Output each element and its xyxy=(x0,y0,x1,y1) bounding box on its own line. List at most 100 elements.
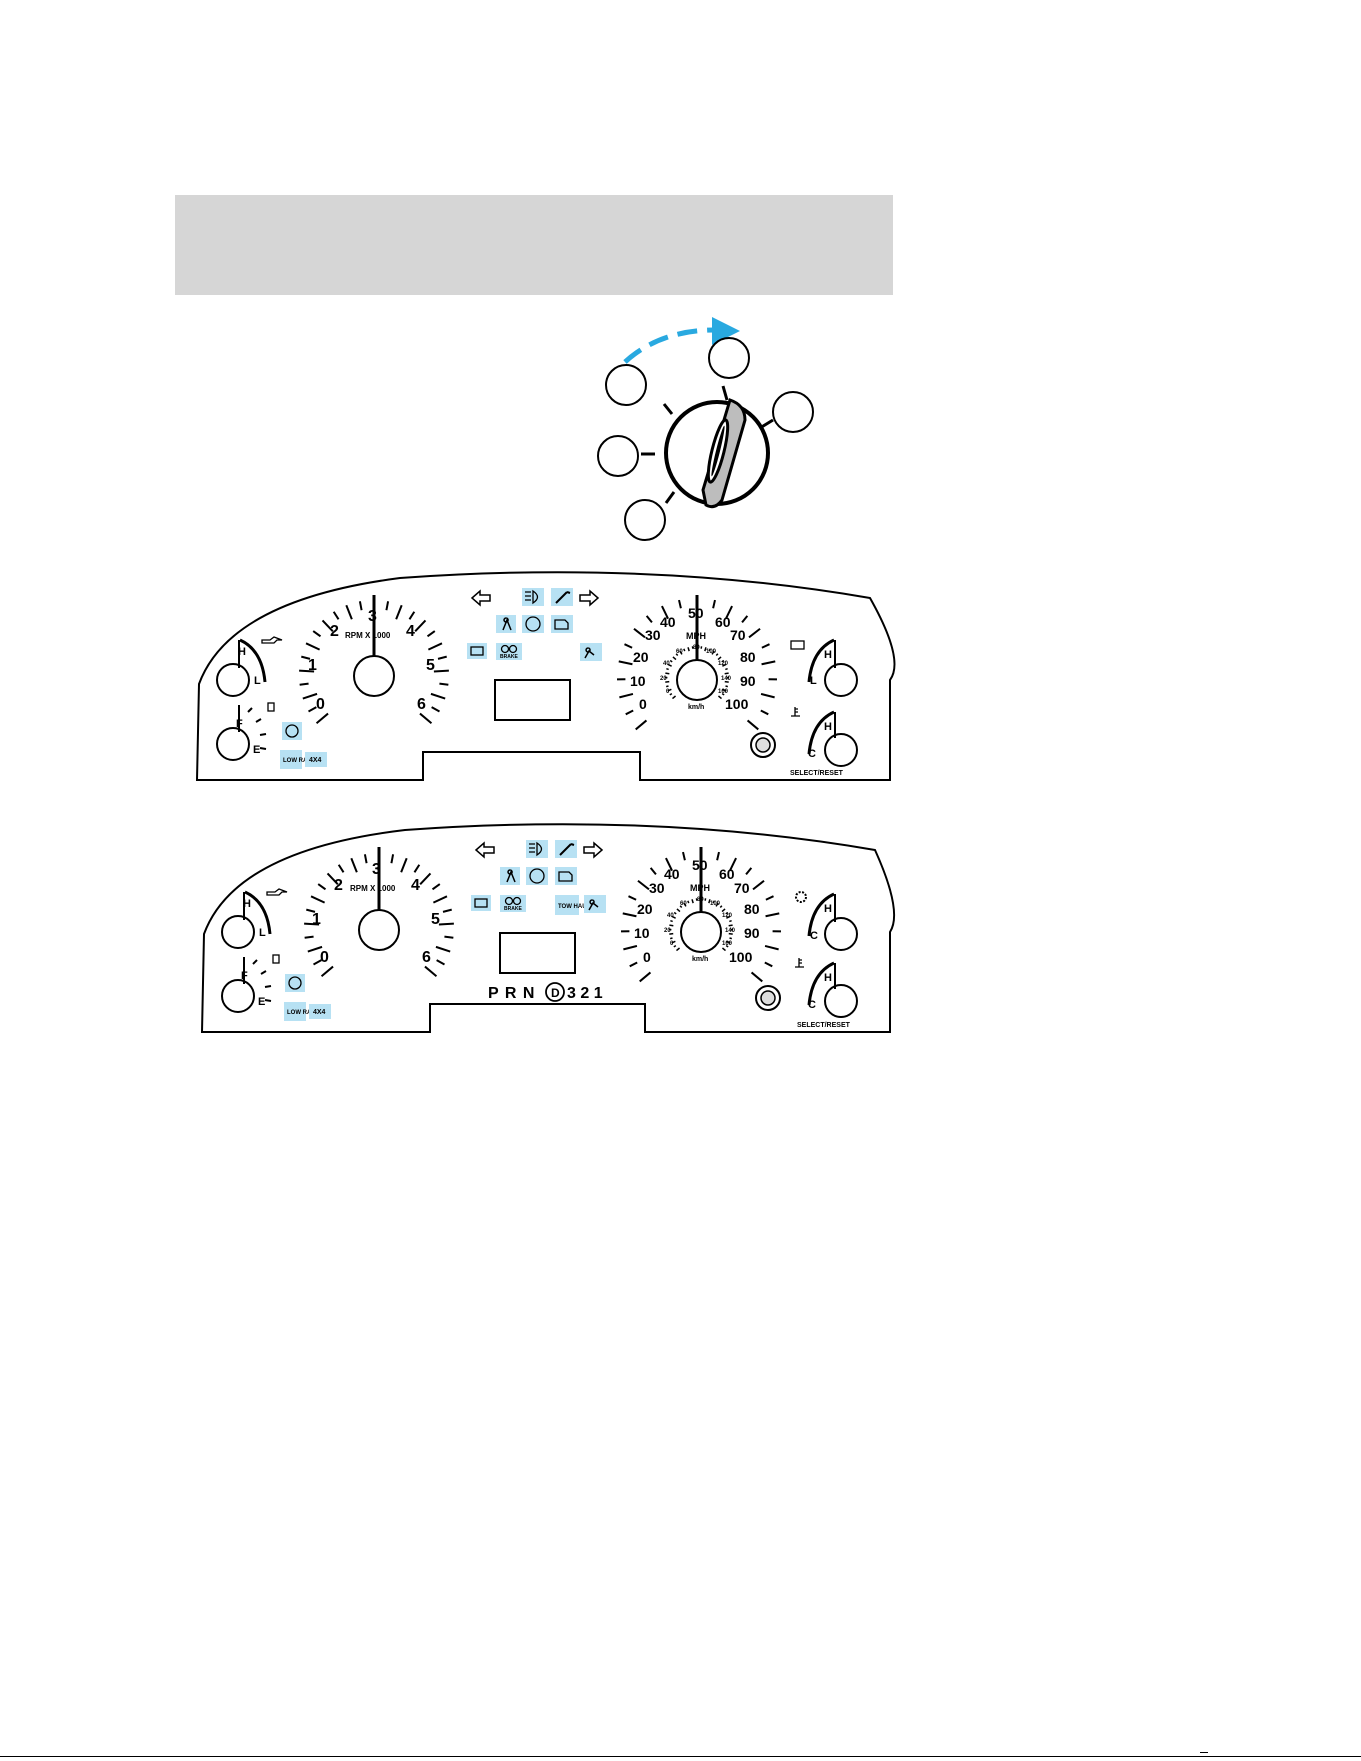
fuel-empty: E xyxy=(258,996,265,1008)
speed-control-icon xyxy=(285,724,299,738)
gauge-tick xyxy=(682,851,686,861)
speedo-hub xyxy=(676,659,718,701)
oil-low: L xyxy=(259,927,266,939)
gauge-tick xyxy=(439,682,449,686)
trans-temp-high: H xyxy=(824,903,832,915)
battery-high: H xyxy=(824,649,832,661)
gauge-tick xyxy=(748,627,761,639)
select-reset-knob[interactable] xyxy=(755,985,781,1011)
fuel-full: F xyxy=(236,718,243,730)
kmh-scale-20: 20 xyxy=(660,676,667,682)
speedo-scale-100: 100 xyxy=(725,696,749,712)
low-range-label: LOW RANGE xyxy=(283,758,320,764)
tach-label: RPM X 1000 xyxy=(350,884,396,893)
gauge-tick xyxy=(672,695,677,700)
arrow-head xyxy=(712,317,740,345)
speedo-scale-90: 90 xyxy=(744,925,760,941)
left-turn-signal-icon xyxy=(470,589,491,607)
gauge-tick xyxy=(764,944,779,951)
gauge-tick xyxy=(716,851,720,861)
temp-high: H xyxy=(824,972,832,984)
speedo-scale-10: 10 xyxy=(634,925,650,941)
gauge-tick xyxy=(442,908,452,913)
abs-icon xyxy=(529,868,545,884)
battery-low: L xyxy=(810,675,817,687)
gauge-tick xyxy=(722,688,727,692)
oil-can-icon xyxy=(266,888,288,896)
gauge-tick xyxy=(358,601,363,611)
tach-hub xyxy=(358,909,400,951)
gauge-tick xyxy=(764,961,773,968)
gauge-tick xyxy=(315,712,329,724)
speedometer: 0 10 20 30 40 50 60 70 80 90 100 MPH 0 2… xyxy=(620,847,782,983)
wrench-icon xyxy=(555,591,571,604)
oil-low: L xyxy=(254,675,261,687)
footer-tick xyxy=(1200,1752,1208,1753)
gauge-tick xyxy=(637,879,650,891)
speedo-scale-70: 70 xyxy=(734,880,750,896)
speedo-scale-20: 20 xyxy=(637,901,653,917)
oil-high: H xyxy=(243,898,251,910)
gauge-tick xyxy=(431,883,441,891)
gauge-tick xyxy=(691,899,694,904)
gauge-tick xyxy=(721,692,725,696)
gauge-tick xyxy=(719,905,723,909)
right-turn-signal-icon xyxy=(579,589,600,607)
position-circles xyxy=(597,337,814,541)
gauge-tick xyxy=(712,599,716,609)
speedometer: 0 10 20 30 40 50 60 70 80 90 100 MPH 0 2… xyxy=(616,595,778,731)
gauge-tick xyxy=(645,615,653,623)
gauge-tick xyxy=(717,656,722,661)
gauge-tick xyxy=(729,857,737,872)
gauge-tick xyxy=(619,692,634,699)
gauge-tick xyxy=(337,864,345,873)
gauge-tick xyxy=(305,642,321,651)
gauge-tick xyxy=(623,944,638,951)
fourbyfour-label: 4X4 xyxy=(309,757,322,764)
prndl-drive: D xyxy=(551,986,560,1000)
prndl-gears: 3 2 1 xyxy=(567,985,603,1002)
gauge-tick xyxy=(708,648,711,652)
gauge-tick xyxy=(299,669,315,673)
message-display xyxy=(499,932,576,974)
kmh-scale-40: 40 xyxy=(667,913,674,919)
battery-gauge-icon xyxy=(790,640,805,650)
abs-icon xyxy=(525,616,541,632)
oil-can-icon xyxy=(261,636,283,644)
instrument-cluster-top: 0 1 2 3 4 5 6 RPM X 1000 0 10 20 30 40 5… xyxy=(195,571,896,781)
gauge-tick xyxy=(711,650,715,655)
kmh-scale-60: 60 xyxy=(676,649,683,655)
gauge-tick xyxy=(683,902,687,907)
trans-temp-gauge: H C xyxy=(795,891,858,951)
gauge-tick xyxy=(687,900,690,904)
gauge-tick xyxy=(400,857,408,873)
kmh-scale-140: 140 xyxy=(721,676,732,682)
temp-high: H xyxy=(824,721,832,733)
gauge-tick xyxy=(765,912,780,918)
temp-cold: C xyxy=(808,999,816,1011)
speedo-ticks xyxy=(620,850,782,983)
speedo-scale-80: 80 xyxy=(744,901,760,917)
tach-scale-2: 2 xyxy=(330,623,339,640)
gauge-tick xyxy=(317,883,327,891)
high-beam-icon xyxy=(529,841,543,857)
gauge-tick xyxy=(301,655,311,660)
cluster-outline xyxy=(200,823,896,1033)
gauge-tick xyxy=(622,912,637,918)
gauge-tick xyxy=(704,647,707,652)
fuel-gauge: F E xyxy=(216,702,275,761)
gauge-tick xyxy=(728,932,733,935)
tach-scale-6: 6 xyxy=(417,696,426,713)
tach-scale-1: 1 xyxy=(308,657,317,674)
gauge-tick xyxy=(729,937,733,940)
kmh-scale-120: 120 xyxy=(722,913,733,919)
select-reset-knob[interactable] xyxy=(750,732,776,758)
gauge-tick xyxy=(313,959,322,966)
gauge-tick xyxy=(419,872,432,886)
select-reset-label: SELECT/RESET xyxy=(797,1022,851,1029)
transmission-temp-icon xyxy=(795,891,807,903)
left-turn-signal-icon xyxy=(474,841,495,859)
tach-label: RPM X 1000 xyxy=(345,631,391,640)
gauge-tick xyxy=(408,611,416,620)
